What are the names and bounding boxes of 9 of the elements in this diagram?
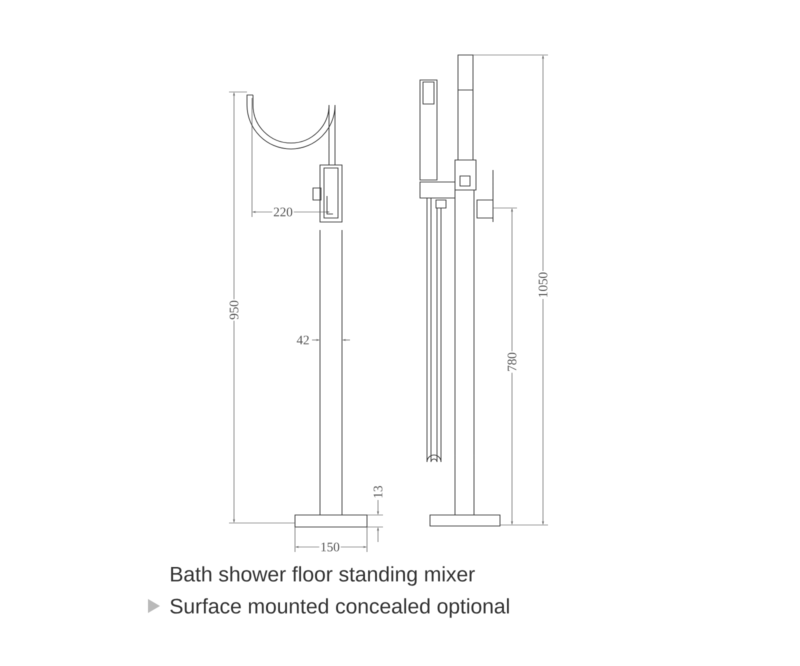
- dimension-label: 780: [506, 351, 518, 373]
- caption-text: Bath shower floor standing mixer: [171, 566, 475, 586]
- dimension-label: 220: [272, 206, 294, 218]
- dimension-label: 42: [296, 334, 310, 346]
- dimension-label: 13: [372, 484, 384, 500]
- dimension-label: 150: [319, 542, 341, 552]
- caption-text: Surface mounted concealed optional: [170, 598, 509, 618]
- dimension-label: 950: [228, 299, 240, 321]
- dimension-label: 1050: [538, 271, 548, 299]
